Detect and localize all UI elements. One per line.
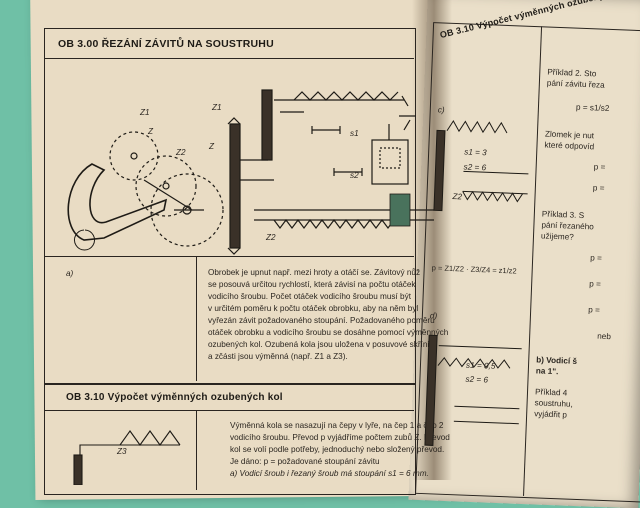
figure-a-label: a): [66, 269, 74, 278]
label-z: Z: [148, 127, 154, 136]
label-z3: Z3: [117, 447, 127, 456]
section2-column-rule: [196, 410, 197, 490]
label-s1-05: s1 = 0,5: [465, 360, 496, 371]
side-line-7: p =: [592, 183, 605, 193]
para1-line8: a zčásti jsou výměnná (např. Z1 a Z3).: [208, 352, 348, 361]
label-z2-right: Z2: [452, 192, 463, 202]
side-line-19: vyjádřit p: [534, 409, 568, 420]
para2-line3: kol se volí podle potřeby, jednoduchý ne…: [230, 445, 445, 454]
para1-line2: se posouvá určitou rychlostí, která závi…: [208, 280, 416, 289]
side-line-5: které odpovíd: [544, 140, 595, 152]
label-s1: s1: [350, 129, 359, 138]
page-title: OB 3.00 ŘEZÁNÍ ZÁVITŮ NA SOUSTRUHU: [58, 38, 274, 50]
right-page-content: OB 3.10 Výpočet výměnných ozubených kol …: [412, 0, 640, 504]
thread-sketch: [73, 430, 181, 485]
para2-line2: vodicího šroubu. Převod p vyjádříme počt…: [230, 433, 450, 442]
thread-diagram-c: [433, 120, 529, 212]
para1-line7: ozubených kol. Ozubená kola jsou uložena…: [208, 340, 430, 349]
para1-line4: v určitém poměru k počtu otáček obrobku,…: [208, 304, 419, 313]
side-line-12: p =: [589, 279, 602, 289]
para1-line6: otáček obrobku a vodicího šroubu se dosá…: [208, 328, 449, 337]
fig-d-label: d): [429, 311, 438, 321]
label-s2-6: s2 = 6: [463, 162, 487, 173]
label-zb: Z: [209, 142, 215, 151]
side-line-14: neb: [597, 331, 612, 342]
label-s2-6b: s2 = 6: [465, 374, 489, 385]
label-z2: Z2: [176, 148, 186, 157]
label-z1b: Z1: [212, 103, 222, 112]
para2-line4: Je dáno: p = požadované stoupání závitu: [230, 457, 380, 466]
photo-scene: OB 3.00 ŘEZÁNÍ ZÁVITŮ NA SOUSTRUHU: [30, 0, 640, 508]
side-line-11: p =: [590, 253, 603, 263]
label-z1: Z1: [140, 108, 150, 117]
section2-heading: OB 3.10 Výpočet výměnných ozubených kol: [66, 392, 283, 403]
figure-rule: [44, 256, 414, 257]
side-line-2: pání závitu řeza: [546, 78, 605, 90]
label-z2b: Z2: [266, 233, 276, 242]
side-line-10: užijeme?: [540, 231, 574, 242]
left-frame: [44, 28, 416, 385]
label-s1-3: s1 = 3: [464, 147, 487, 158]
lathe-gear-diagram: [67, 89, 434, 255]
section2-rule: [44, 410, 414, 411]
para2-line1: Výměnná kola se nasazují na čepy v lyře,…: [230, 421, 444, 430]
para1-line1: Obrobek je upnut např. mezi hroty a otáč…: [208, 268, 421, 277]
thread-diagram-d: [424, 334, 522, 446]
side-line-6: p =: [593, 162, 606, 172]
heading-rule: [44, 58, 414, 60]
side-line-16: na 1".: [535, 366, 559, 377]
column-rule: [196, 256, 197, 381]
side-line-3: p = s1/s2: [575, 102, 610, 113]
para2-line5: a) Vodicí šroub i řezaný šroub má stoupá…: [230, 469, 429, 478]
label-s2: s2: [350, 171, 359, 180]
side-line-13: p =: [588, 305, 601, 315]
para1-line5: vyřezán závit požadovaného stoupání. Pož…: [208, 316, 435, 325]
para1-line3: vodicího šroubu. Počet otáček vodicího š…: [208, 292, 411, 301]
